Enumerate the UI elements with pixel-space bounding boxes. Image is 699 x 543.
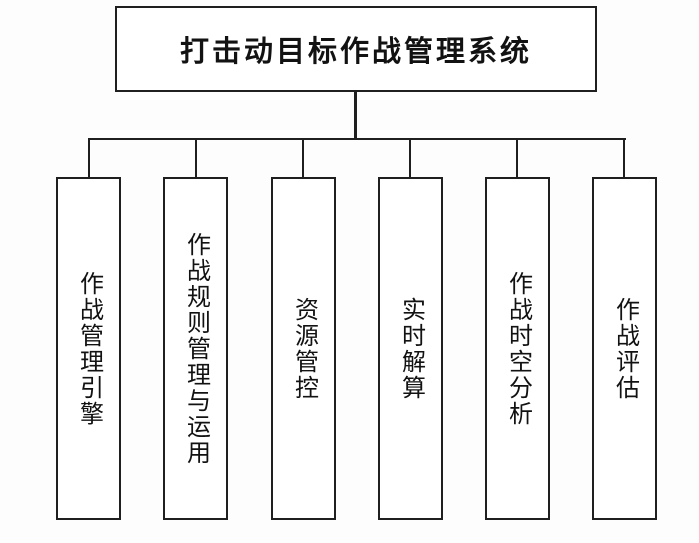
module-label: 实时解算	[397, 296, 425, 401]
connector-stem	[354, 92, 357, 139]
module-box-combat-management-engine: 作战管理引擎	[56, 177, 121, 520]
connector-drop-2	[195, 139, 197, 177]
connector-drop-5	[516, 139, 518, 177]
module-box-resource-control: 资源管控	[271, 177, 336, 520]
module-box-combat-rules-management: 作战规则管理与运用	[163, 177, 228, 520]
module-label: 作战时空分析	[504, 270, 532, 427]
module-label: 作战规则管理与运用	[182, 231, 210, 466]
connector-drop-6	[623, 139, 625, 177]
module-label: 作战评估	[611, 296, 639, 401]
connector-drop-4	[409, 139, 411, 177]
module-label: 资源管控	[290, 296, 318, 401]
root-system-box: 打击动目标作战管理系统	[115, 6, 597, 92]
module-box-realtime-computation: 实时解算	[378, 177, 443, 520]
system-title: 打击动目标作战管理系统	[179, 36, 532, 68]
module-label: 作战管理引擎	[75, 270, 103, 427]
connector-bus	[88, 138, 626, 140]
connector-drop-1	[88, 139, 90, 177]
module-box-spatiotemporal-analysis: 作战时空分析	[485, 177, 550, 520]
module-box-combat-assessment: 作战评估	[592, 177, 657, 520]
connector-drop-3	[302, 139, 304, 177]
